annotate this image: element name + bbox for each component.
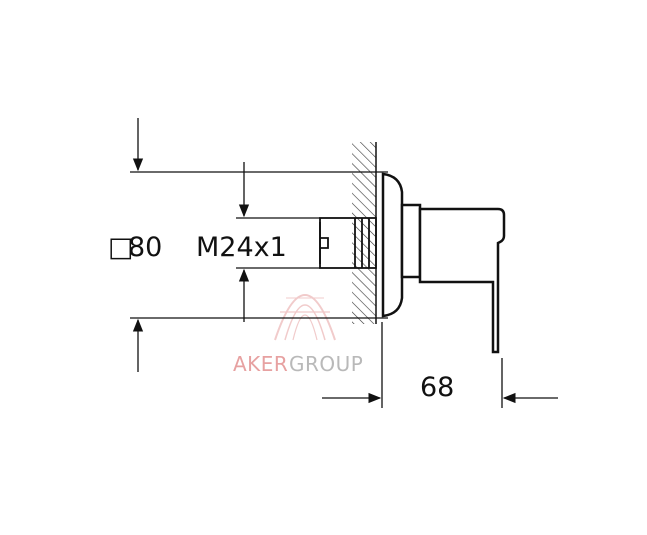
dimension-thread-label: M24x1	[196, 232, 287, 263]
dimension-depth-label: 68	[420, 372, 454, 403]
lever-handle	[418, 207, 506, 354]
watermark-logo	[274, 294, 336, 341]
threaded-connector	[319, 217, 377, 269]
dimension-square-label: 80	[128, 232, 162, 263]
square-symbol: □	[108, 232, 134, 263]
dimension-thread-lines	[236, 162, 320, 322]
watermark-brand-word-1: AKER	[233, 352, 288, 376]
dimension-square-80-lines	[130, 118, 388, 372]
dimension-depth-lines	[322, 322, 558, 408]
cover-plate	[381, 172, 404, 318]
cover-plate-neck	[400, 203, 422, 279]
watermark-brand-word-2: GROUP	[289, 352, 363, 376]
